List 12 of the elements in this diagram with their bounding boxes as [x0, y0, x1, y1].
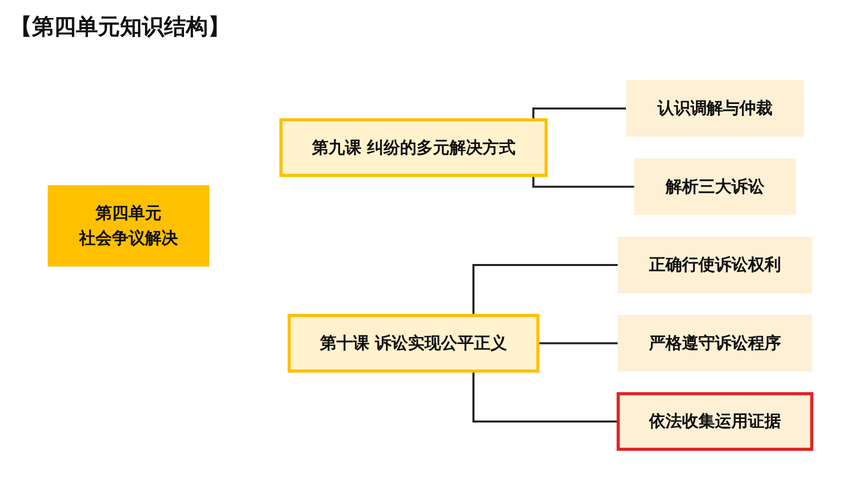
connector	[532, 175, 635, 188]
connector	[472, 371, 618, 423]
connector	[532, 107, 626, 120]
connector	[472, 264, 618, 316]
node-box: 正确行使诉讼权利	[618, 236, 812, 294]
node-box: 第十课 诉讼实现公平正义	[288, 314, 540, 373]
connector	[536, 342, 618, 344]
title: 【第四单元知识结构】	[10, 14, 230, 42]
node-box: 第九课 纠纷的多元解决方式	[279, 118, 548, 177]
node-box: 认识调解与仲裁	[626, 80, 804, 137]
node-box: 解析三大诉讼	[634, 158, 796, 216]
node-box: 严格遵守诉讼程序	[618, 314, 812, 372]
